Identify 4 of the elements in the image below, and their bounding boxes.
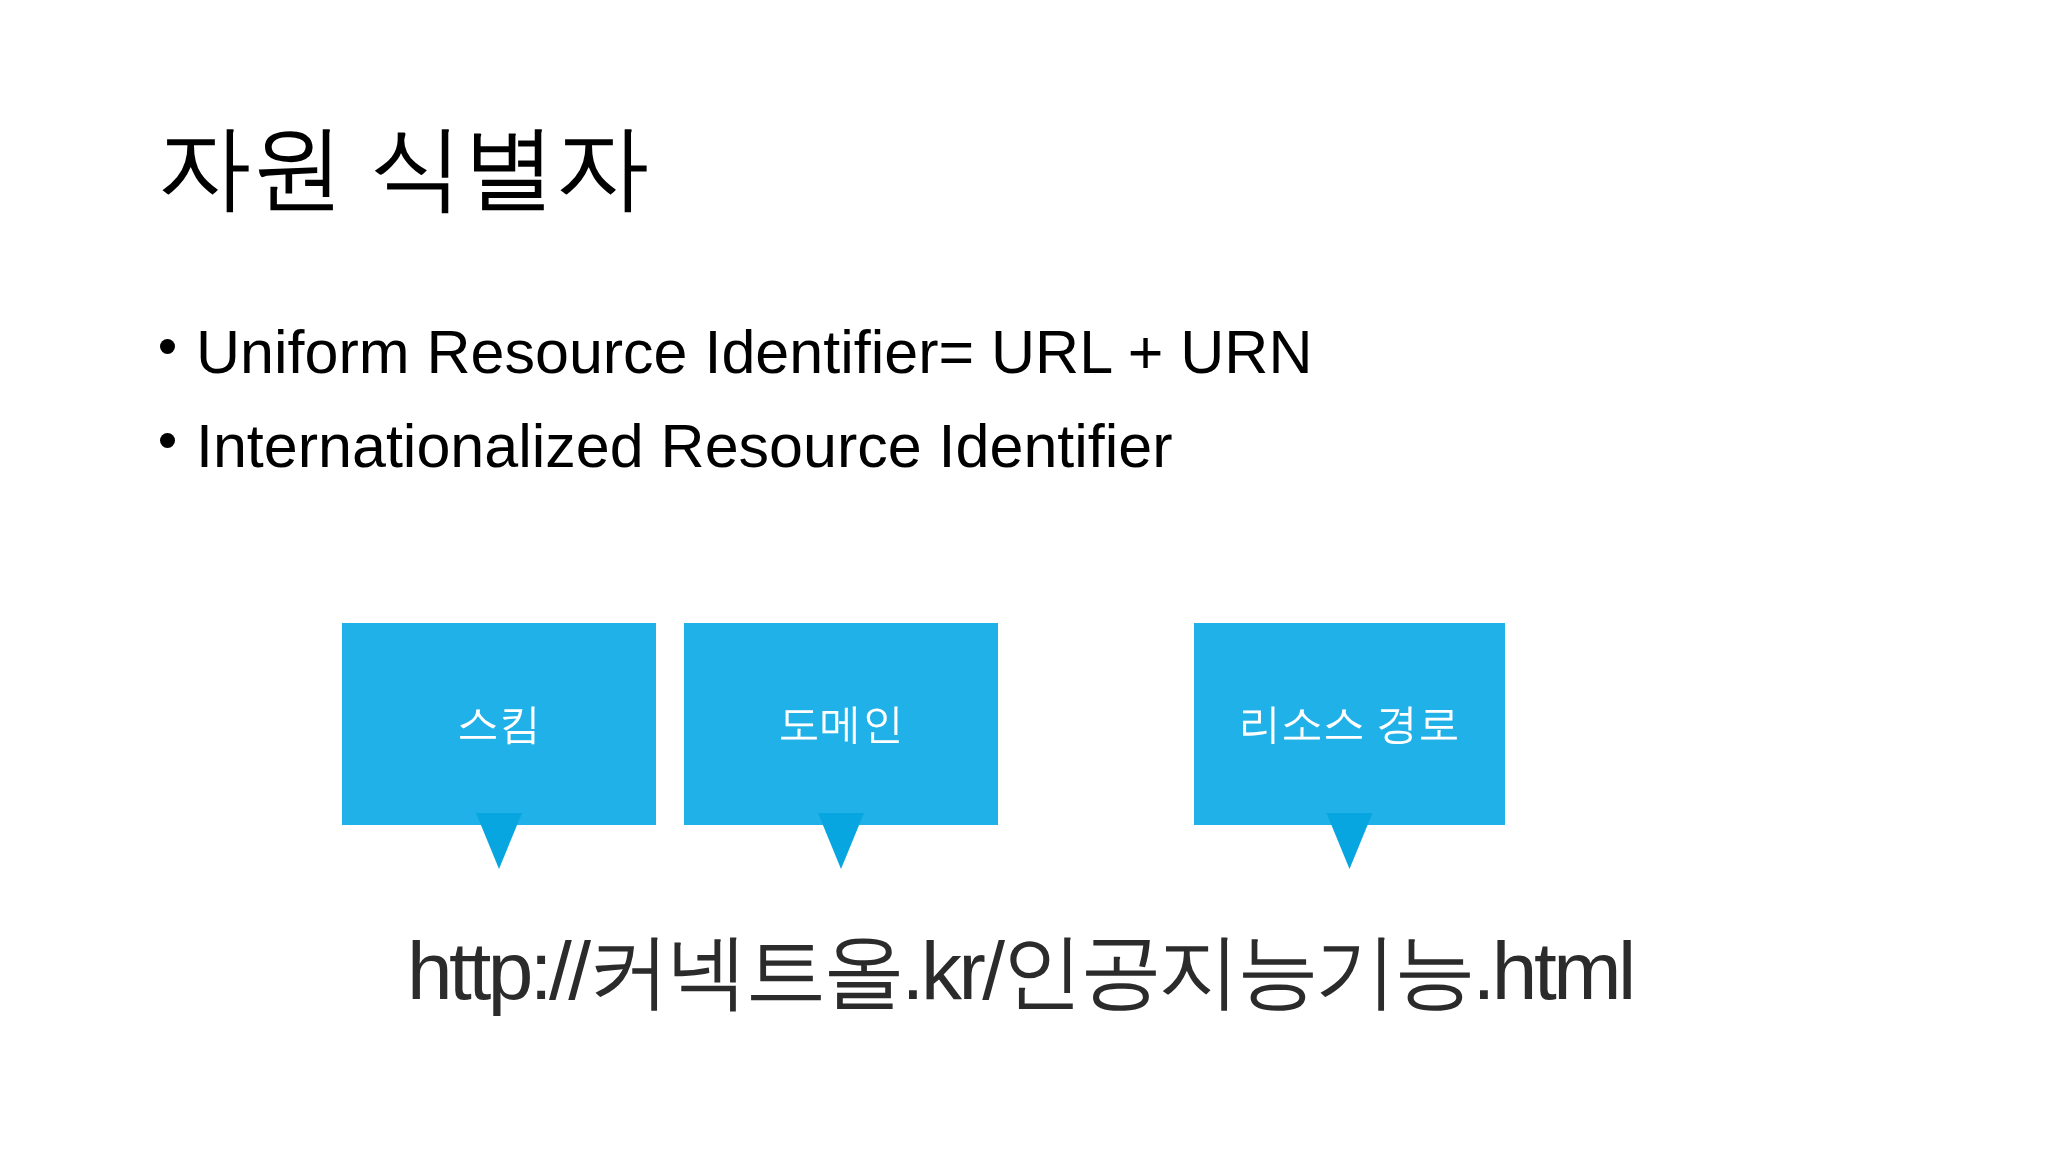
url-text: http://커넥트올.kr/인공지능기능.html [407,924,1633,1018]
bullet-text: Uniform Resource Identifier= URL + URN [196,317,1313,388]
slide-title: 자원 식별자 [158,114,649,221]
bullet-text: Internationalized Resource Identifier [196,411,1173,482]
